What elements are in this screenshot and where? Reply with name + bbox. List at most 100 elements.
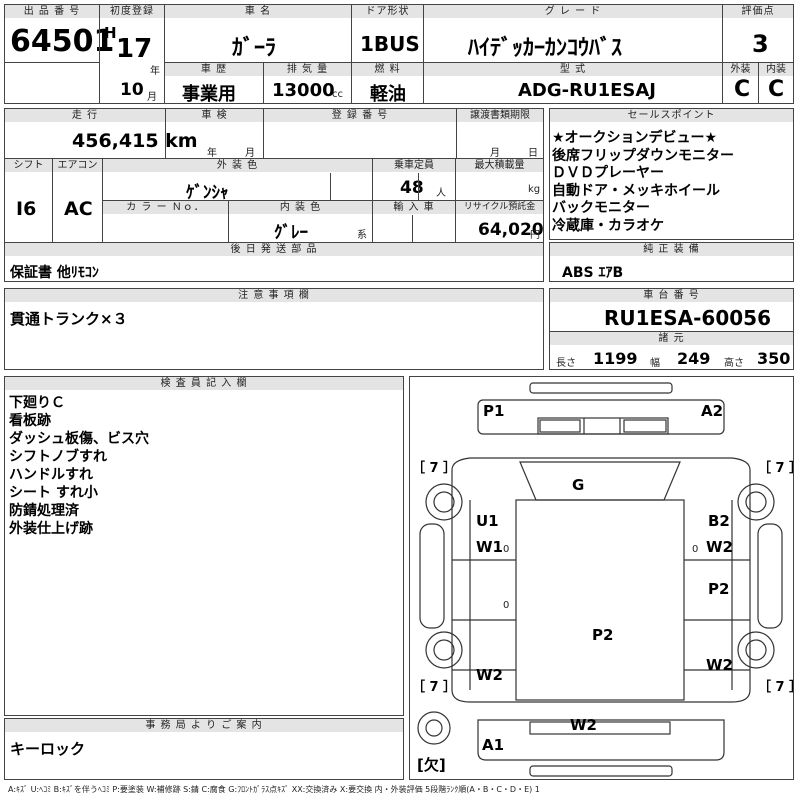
office-note: キーロック [10,740,86,758]
dmg-p2-center: P2 [592,626,614,644]
chassis-number: RU1ESA-60056 [604,306,771,330]
door-type: 1BUS [360,32,420,56]
dmg-zero-3: 0 [503,600,510,611]
year-unit: 年 [150,66,160,77]
missing-tire-label: [欠] [417,756,446,774]
fuel: 軽油 [370,84,406,105]
height-label: 高さ [724,358,744,369]
history-label: 車 歴 [165,63,263,76]
shift: I6 [16,198,37,220]
height: 350 [757,349,791,368]
fuel-label: 燃 料 [352,63,423,76]
shift-label: シフト [5,159,52,172]
mileage-label: 走 行 [5,109,165,122]
recycle-unit: 円 [530,230,540,241]
month-unit: 月 [147,92,157,103]
transfer-label: 譲渡書類期限 [457,109,543,122]
dmg-w2-right: W2 [706,538,733,556]
transfer-month-unit: 月 [490,148,500,159]
ext-score: C [734,77,751,102]
missing-tire-text: 欠 [423,756,439,774]
car-name-label: 車 名 [165,5,351,18]
dmg-w2-br: W2 [706,656,733,674]
ext-color-label: 外 装 色 [103,159,372,172]
grade: ﾊｲﾃﾞｯｶｰｶﾝｺｳﾊﾞｽ [468,36,623,61]
inspector-label: 検 査 員 記 入 欄 [5,377,403,390]
notes: 貫通トランク×３ [10,310,128,328]
capacity-label: 乗車定員 [373,159,455,172]
sales-point: 冷蔵庫・カラオケ [552,217,664,234]
dmg-p2-right: P2 [708,580,730,598]
later-parts: 保証書 他ﾘﾓｺﾝ [10,265,99,281]
model-code: ADG-RU1ESAJ [518,80,657,101]
ext-score-label: 外装 [723,63,758,76]
sales-points-label: セールスポイント [550,109,793,122]
notes-box [4,288,544,370]
grade-label: グ レ ー ド [424,5,722,18]
history: 事業用 [182,84,236,105]
equipment: ABS ｴｱB [562,265,624,281]
ext-color: ｹﾞﾝｼｬ [186,183,229,203]
inspection-label: 車 検 [166,109,263,122]
inspector-note: 防錆処理済 [9,503,79,519]
lot-label: 出 品 番 号 [5,5,99,18]
width: 249 [677,349,711,368]
load-unit: kg [528,184,541,195]
length: 1199 [593,349,638,368]
dmg-bl: ［ 7 ］ [412,680,457,695]
reg-no-label: 登 録 番 号 [264,109,456,122]
displacement: 13000 [272,80,335,101]
door-label: ドア形状 [352,5,423,18]
first-reg-era: H [104,24,117,42]
sales-point: 後席フリップダウンモニター [552,147,734,164]
specs-block [4,108,544,282]
score-label: 評価点 [723,5,793,18]
width-label: 幅 [650,358,660,369]
import-label: 輸 入 車 [373,201,455,214]
first-reg-month: 10 [120,80,144,100]
sales-point: ＤＶＤプレーヤー [552,165,664,181]
recycle-label: リサイクル預託金 [456,201,543,214]
dmg-w1: W1 [476,538,503,556]
inspector-box [4,376,404,716]
dmg-zero-1: 0 [503,544,510,555]
int-color-label: 内 装 色 [229,201,372,214]
header-info-block [4,4,794,104]
color-no-label: カ ラ ー Ｎｏ． [103,201,228,214]
dmg-g: G [572,476,585,494]
later-parts-label: 後 日 発 送 部 品 [5,243,543,256]
dmg-br: ［ 7 ］ [758,680,800,695]
first-reg-label: 初度登録 [100,5,164,18]
int-score-label: 内装 [759,63,793,76]
sales-point: 自動ドア・メッキホイール [552,182,720,199]
dmg-tl: ［ 7 ］ [412,461,457,476]
equipment-label: 純 正 装 備 [550,243,793,256]
car-name: ｶﾞｰﾗ [232,36,277,61]
sales-point: バックモニター [552,200,650,216]
mileage: 456,415 km [72,130,198,152]
dmg-zero-2: 0 [692,544,699,555]
inspector-note: 看板跡 [9,413,51,429]
inspector-note: 下廻りＣ [9,395,65,411]
dmg-b2: B2 [708,512,730,530]
chassis-box [549,288,794,370]
dmg-a1: A1 [482,736,505,754]
inspector-note: ダッシュ板傷、ビス穴 [9,431,149,447]
recycle-fee: 64,020 [478,220,544,240]
equipment-box [549,242,794,282]
dmg-p1: P1 [483,402,505,420]
score-value: 3 [752,30,769,58]
load-label: 最大積載量 [456,159,543,172]
first-reg-year: 17 [116,34,153,64]
lot-number: 64501 [10,24,115,59]
displacement-unit: cc [332,89,343,100]
office-label: 事 務 局 よ り ご 案 内 [5,719,403,732]
insp-year-unit: 年 [207,148,217,159]
sales-points-box [549,108,794,240]
dmg-w2-left: W2 [476,666,503,684]
capacity: 48 [400,178,424,198]
model-label: 型 式 [424,63,722,76]
transfer-day-unit: 日 [528,148,538,159]
aircon: AC [64,198,93,220]
